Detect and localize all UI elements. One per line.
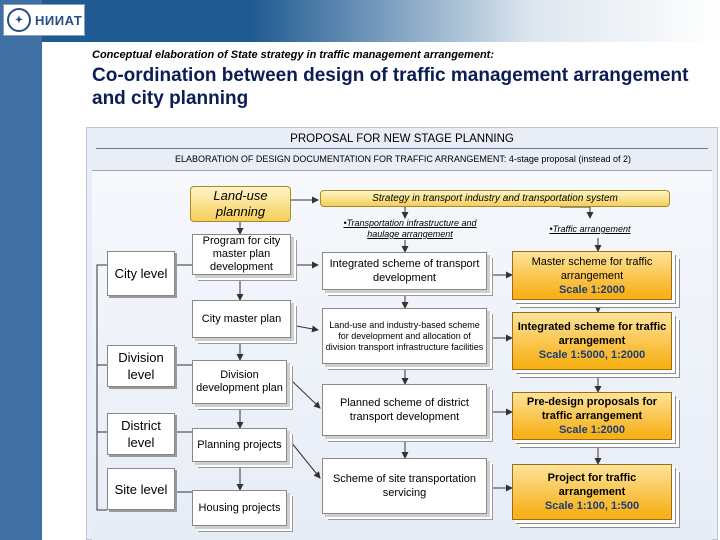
project-box: Project for traffic arrangement Scale 1:…	[512, 464, 672, 520]
land-use-scheme-box: Land-use and industry-based scheme for d…	[322, 308, 487, 364]
proposal-heading: PROPOSAL FOR NEW STAGE PLANNING	[290, 133, 514, 145]
land-use-planning-box: Land-use planning	[190, 186, 291, 222]
header-fade	[250, 0, 720, 42]
integrated-traffic-label: Integrated scheme for traffic arrangemen…	[517, 321, 667, 347]
land-use-planning-label: Land-use planning	[213, 188, 268, 219]
divider	[96, 148, 708, 149]
emblem-icon: ✦	[7, 8, 31, 32]
predesign-label: Pre-design proposals for traffic arrange…	[526, 396, 658, 422]
housing-projects-box: Housing projects	[192, 490, 287, 526]
master-plan-box: City master plan	[192, 300, 291, 338]
slide-title: Co-ordination between design of traffic …	[92, 65, 689, 109]
program-box: Program for city master plan development	[192, 234, 291, 275]
master-plan-label: City master plan	[201, 312, 282, 325]
project-scale: Scale 1:100, 1:500	[544, 500, 640, 512]
city-level-label: City level	[114, 266, 168, 281]
infrastructure-label: •Transportation infrastructure and haula…	[343, 218, 477, 239]
district-level-box: District level	[107, 413, 175, 455]
site-scheme-box: Scheme of site transportation servicing	[322, 458, 487, 514]
integrated-transport-box: Integrated scheme of transport developme…	[322, 252, 487, 290]
planned-scheme-box: Planned scheme of district transport dev…	[322, 384, 487, 436]
site-scheme-label: Scheme of site transportation servicing	[332, 473, 477, 499]
logo-text: НИИАТ	[35, 12, 83, 28]
site-level-box: Site level	[107, 468, 175, 510]
division-plan-box: Division development plan	[192, 360, 287, 404]
slide-subtitle: Conceptual elaboration of State strategy…	[92, 49, 494, 61]
strategy-box: Strategy in transport industry and trans…	[320, 190, 670, 207]
planned-scheme-label: Planned scheme of district transport dev…	[339, 397, 469, 423]
traffic-arrangement-label: •Traffic arrangement	[549, 224, 631, 234]
division-plan-label: Division development plan	[196, 369, 283, 394]
predesign-box: Pre-design proposals for traffic arrange…	[512, 392, 672, 440]
integrated-transport-label: Integrated scheme of transport developme…	[329, 258, 480, 284]
planning-projects-label: Planning projects	[197, 438, 282, 451]
logo: ✦ НИИАТ	[3, 4, 85, 36]
division-level-label: Division level	[118, 350, 164, 382]
division-level-box: Division level	[107, 345, 175, 387]
master-scheme-box: Master scheme for traffic arrangement Sc…	[512, 251, 672, 300]
predesign-scale: Scale 1:2000	[558, 424, 626, 436]
site-level-label: Site level	[114, 481, 168, 497]
title-card	[84, 44, 720, 122]
planning-projects-box: Planning projects	[192, 428, 287, 462]
master-scheme-scale: Scale 1:2000	[558, 283, 626, 296]
left-bar	[0, 0, 42, 540]
program-label: Program for city master plan development	[202, 235, 281, 273]
city-level-box: City level	[107, 251, 175, 296]
housing-projects-label: Housing projects	[198, 501, 281, 514]
project-label: Project for traffic arrangement	[547, 472, 637, 498]
land-use-scheme-label: Land-use and industry-based scheme for d…	[325, 319, 484, 352]
elaboration-heading: ELABORATION OF DESIGN DOCUMENTATION FOR …	[175, 154, 631, 164]
integrated-traffic-box: Integrated scheme for traffic arrangemen…	[512, 312, 672, 370]
strategy-label: Strategy in transport industry and trans…	[372, 193, 618, 204]
integrated-traffic-scale: Scale 1:5000, 1:2000	[538, 349, 646, 361]
master-scheme-label: Master scheme for traffic arrangement	[531, 255, 653, 282]
district-level-label: District level	[121, 418, 161, 450]
